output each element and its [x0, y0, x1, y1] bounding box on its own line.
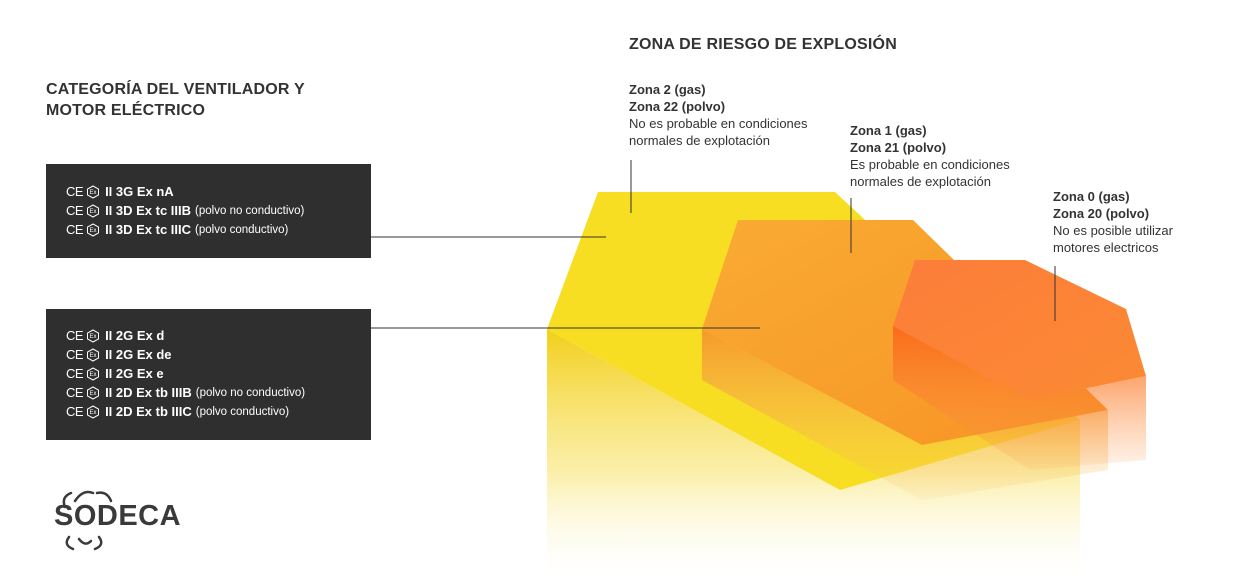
category-code: II 3G Ex nA	[105, 184, 174, 199]
zone-0-gas: Zona 0 (gas)	[1053, 189, 1130, 204]
ex-hexagon-icon: Ex	[87, 222, 100, 237]
svg-text:Ex: Ex	[90, 353, 97, 359]
category-code: II 2G Ex d	[105, 328, 165, 343]
category-code: II 3D Ex tc IIIB	[105, 203, 192, 218]
zone-1-gas: Zona 1 (gas)	[850, 123, 927, 138]
ex-hexagon-icon: Ex	[87, 347, 100, 362]
category-row: CE Ex II 2D Ex tb IIIB (polvo no conduct…	[66, 383, 371, 402]
ce-mark: CE	[66, 347, 84, 362]
zone-1-dust: Zona 21 (polvo)	[850, 140, 947, 155]
category-row: CE Ex II 3D Ex tc IIIB (polvo no conduct…	[66, 201, 371, 220]
ex-hexagon-icon: Ex	[87, 404, 100, 419]
zone-2-dust: Zona 22 (polvo)	[629, 99, 726, 114]
ce-mark: CE	[66, 385, 84, 400]
ce-mark: CE	[66, 222, 84, 237]
category-heading: CATEGORÍA DEL VENTILADOR Y MOTOR ELÉCTRI…	[46, 81, 305, 119]
svg-text:Ex: Ex	[90, 209, 97, 215]
category-code: II 2D Ex tb IIIC	[105, 404, 192, 419]
zone-2-desc-2: normales de explotación	[629, 133, 770, 148]
category-code: II 2G Ex e	[105, 366, 164, 381]
svg-text:Ex: Ex	[90, 190, 97, 196]
category-note: (polvo conductivo)	[195, 405, 290, 418]
zone-2-label: Zona 2 (gas) Zona 22 (polvo) No es proba…	[629, 81, 849, 149]
category-box-zone-1: CE Ex II 2G Ex d CE Ex II 2G Ex de CE Ex…	[46, 309, 371, 440]
svg-text:Ex: Ex	[90, 334, 97, 340]
logo-wordmark: SODECA	[54, 500, 182, 532]
category-code: II 2D Ex tb IIIB	[105, 385, 192, 400]
fan-blades-logo-icon	[62, 490, 113, 551]
ce-mark: CE	[66, 203, 84, 218]
svg-text:Ex: Ex	[90, 391, 97, 397]
ex-hexagon-icon: Ex	[87, 184, 100, 199]
svg-text:Ex: Ex	[90, 228, 97, 234]
category-row: CE Ex II 2G Ex d	[66, 326, 371, 345]
category-note: (polvo conductivo)	[195, 223, 289, 236]
zone-1-side	[702, 329, 1108, 500]
zone-1-desc-2: normales de explotación	[850, 174, 991, 189]
zone-0-shape	[893, 260, 1146, 400]
category-note: (polvo no conductivo)	[195, 204, 305, 217]
zone-0-desc: No es posible utilizar	[1053, 223, 1173, 238]
zone-2-gas: Zona 2 (gas)	[629, 82, 706, 97]
svg-text:Ex: Ex	[90, 372, 97, 378]
ce-mark: CE	[66, 184, 84, 199]
ce-mark: CE	[66, 366, 84, 381]
category-box-zone-2: CE Ex II 3G Ex nA CE Ex II 3D Ex tc IIIB…	[46, 164, 371, 258]
zone-0-dust: Zona 20 (polvo)	[1053, 206, 1150, 221]
zone-heading: ZONA DE RIESGO DE EXPLOSIÓN	[629, 36, 897, 53]
category-code: II 2G Ex de	[105, 347, 172, 362]
ce-mark: CE	[66, 404, 84, 419]
zone-0-desc-2: motores electricos	[1053, 240, 1159, 255]
zone-2-side	[547, 329, 1080, 588]
svg-text:Ex: Ex	[90, 410, 97, 416]
zone-1-desc: Es probable en condiciones	[850, 157, 1010, 172]
zone-1-label: Zona 1 (gas) Zona 21 (polvo) Es probable…	[850, 122, 1050, 190]
category-note: (polvo no conductivo)	[195, 386, 306, 399]
ex-hexagon-icon: Ex	[87, 203, 100, 218]
category-row: CE Ex II 3D Ex tc IIIC (polvo conductivo…	[66, 220, 371, 239]
zone-0-label: Zona 0 (gas) Zona 20 (polvo) No es posib…	[1053, 188, 1223, 256]
category-row: CE Ex II 2G Ex e	[66, 364, 371, 383]
ex-hexagon-icon: Ex	[87, 328, 100, 343]
zone-0-side	[893, 326, 1146, 470]
category-row: CE Ex II 2D Ex tb IIIC (polvo conductivo…	[66, 402, 371, 421]
category-row: CE Ex II 2G Ex de	[66, 345, 371, 364]
category-row: CE Ex II 3G Ex nA	[66, 182, 371, 201]
ex-hexagon-icon: Ex	[87, 385, 100, 400]
category-code: II 3D Ex tc IIIC	[105, 222, 192, 237]
ce-mark: CE	[66, 328, 84, 343]
zone-2-desc: No es probable en condiciones	[629, 116, 808, 131]
ex-hexagon-icon: Ex	[87, 366, 100, 381]
